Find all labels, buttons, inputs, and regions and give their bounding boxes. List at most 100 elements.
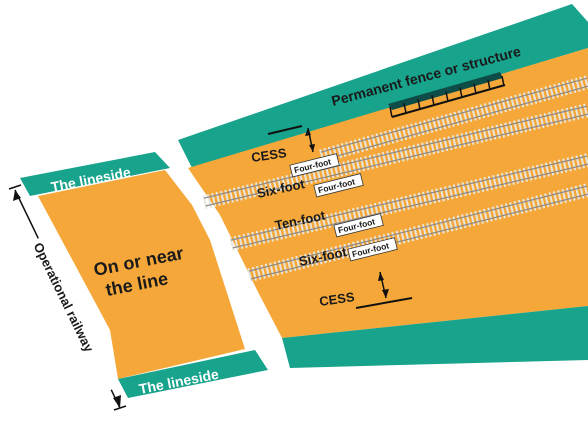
rail — [248, 185, 588, 272]
operational-railway-arrow-tick-top — [8, 184, 22, 190]
sleeper — [434, 220, 441, 235]
sleeper — [233, 235, 239, 251]
sleeper — [408, 145, 414, 160]
sleeper — [285, 174, 291, 190]
fence-post — [473, 83, 477, 94]
sleeper — [522, 167, 529, 182]
sleeper — [384, 130, 390, 145]
sleeper — [540, 163, 546, 178]
sleeper — [404, 228, 410, 243]
sleeper — [289, 173, 296, 189]
sleeper — [453, 111, 460, 126]
sleeper — [535, 195, 541, 210]
sleeper — [535, 88, 542, 103]
sleeper — [250, 183, 256, 198]
rail — [232, 163, 588, 249]
sleeper — [404, 195, 410, 210]
sleeper — [321, 215, 327, 230]
sleeper — [578, 184, 585, 199]
sleeper — [362, 136, 369, 151]
sleeper — [527, 91, 533, 106]
rail — [205, 113, 588, 207]
sleeper — [447, 136, 453, 151]
sleeper — [452, 184, 458, 199]
sleeper — [255, 230, 261, 245]
sleeper — [359, 157, 366, 172]
sleeper — [479, 178, 485, 193]
sleeper — [552, 191, 559, 206]
sleeper — [290, 222, 296, 237]
sleeper — [583, 183, 588, 198]
fence-post — [403, 102, 407, 114]
sleeper — [371, 134, 377, 149]
sleeper — [418, 121, 425, 136]
sleeper — [417, 225, 423, 240]
sleeper — [366, 135, 373, 150]
cess-top-marker — [267, 125, 315, 153]
sleeper — [444, 186, 450, 201]
sleeper — [561, 81, 568, 96]
sleeper — [457, 183, 463, 198]
sleeper — [565, 187, 572, 202]
sleeper — [375, 133, 382, 148]
sleeper — [583, 103, 588, 118]
sleeper — [513, 201, 519, 216]
sleeper — [387, 199, 393, 214]
sleeper — [465, 213, 471, 228]
operational-railway-arrowhead-bottom — [113, 395, 121, 408]
sleeper — [429, 140, 436, 155]
sleeper — [260, 229, 266, 244]
sleeper — [504, 122, 510, 137]
sleeper — [536, 164, 542, 179]
sleeper — [496, 205, 502, 220]
sleeper — [557, 159, 564, 174]
sleeper — [492, 100, 499, 115]
sleeper — [575, 155, 581, 170]
operational-railway-arrowhead-top — [13, 190, 21, 201]
sleeper — [430, 221, 436, 236]
sleeper — [574, 105, 580, 120]
sleeper — [548, 111, 554, 127]
fence-post — [417, 99, 421, 110]
sleeper — [521, 118, 528, 133]
sleeper — [256, 265, 262, 280]
sleeper — [355, 158, 361, 173]
sleeper — [349, 140, 356, 155]
sleeper — [382, 200, 388, 215]
sleeper — [499, 123, 506, 138]
sleeper — [368, 155, 374, 170]
sleeper — [286, 223, 292, 238]
fence-post — [389, 106, 393, 118]
sleeper — [486, 126, 493, 141]
sleeper — [434, 139, 440, 154]
sleeper — [325, 214, 331, 229]
sleeper — [444, 114, 451, 129]
sleeper — [215, 191, 221, 206]
sleeper — [238, 234, 244, 249]
sleeper — [330, 247, 336, 262]
sleeper — [413, 193, 419, 208]
sleeper — [251, 231, 257, 246]
sleeper — [571, 156, 577, 171]
sleeper — [247, 267, 253, 283]
sleeper — [508, 121, 514, 136]
sleeper — [390, 149, 396, 164]
sleeper — [440, 115, 447, 130]
sleeper — [405, 124, 412, 139]
sleeper — [276, 177, 282, 192]
sleeper — [443, 137, 449, 152]
sleeper — [431, 117, 438, 132]
sleeper — [246, 184, 252, 199]
sleeper — [482, 127, 488, 142]
sleeper — [299, 220, 305, 235]
operational-railway-label-bg — [28, 236, 117, 395]
sleeper — [522, 198, 528, 213]
sleeper — [456, 215, 463, 230]
sleeper — [308, 218, 314, 233]
sleeper — [417, 192, 423, 207]
sleeper — [334, 212, 340, 227]
sleeper — [539, 114, 545, 129]
sleeper — [427, 118, 434, 133]
sleeper — [304, 253, 310, 268]
sleeper — [394, 148, 401, 163]
